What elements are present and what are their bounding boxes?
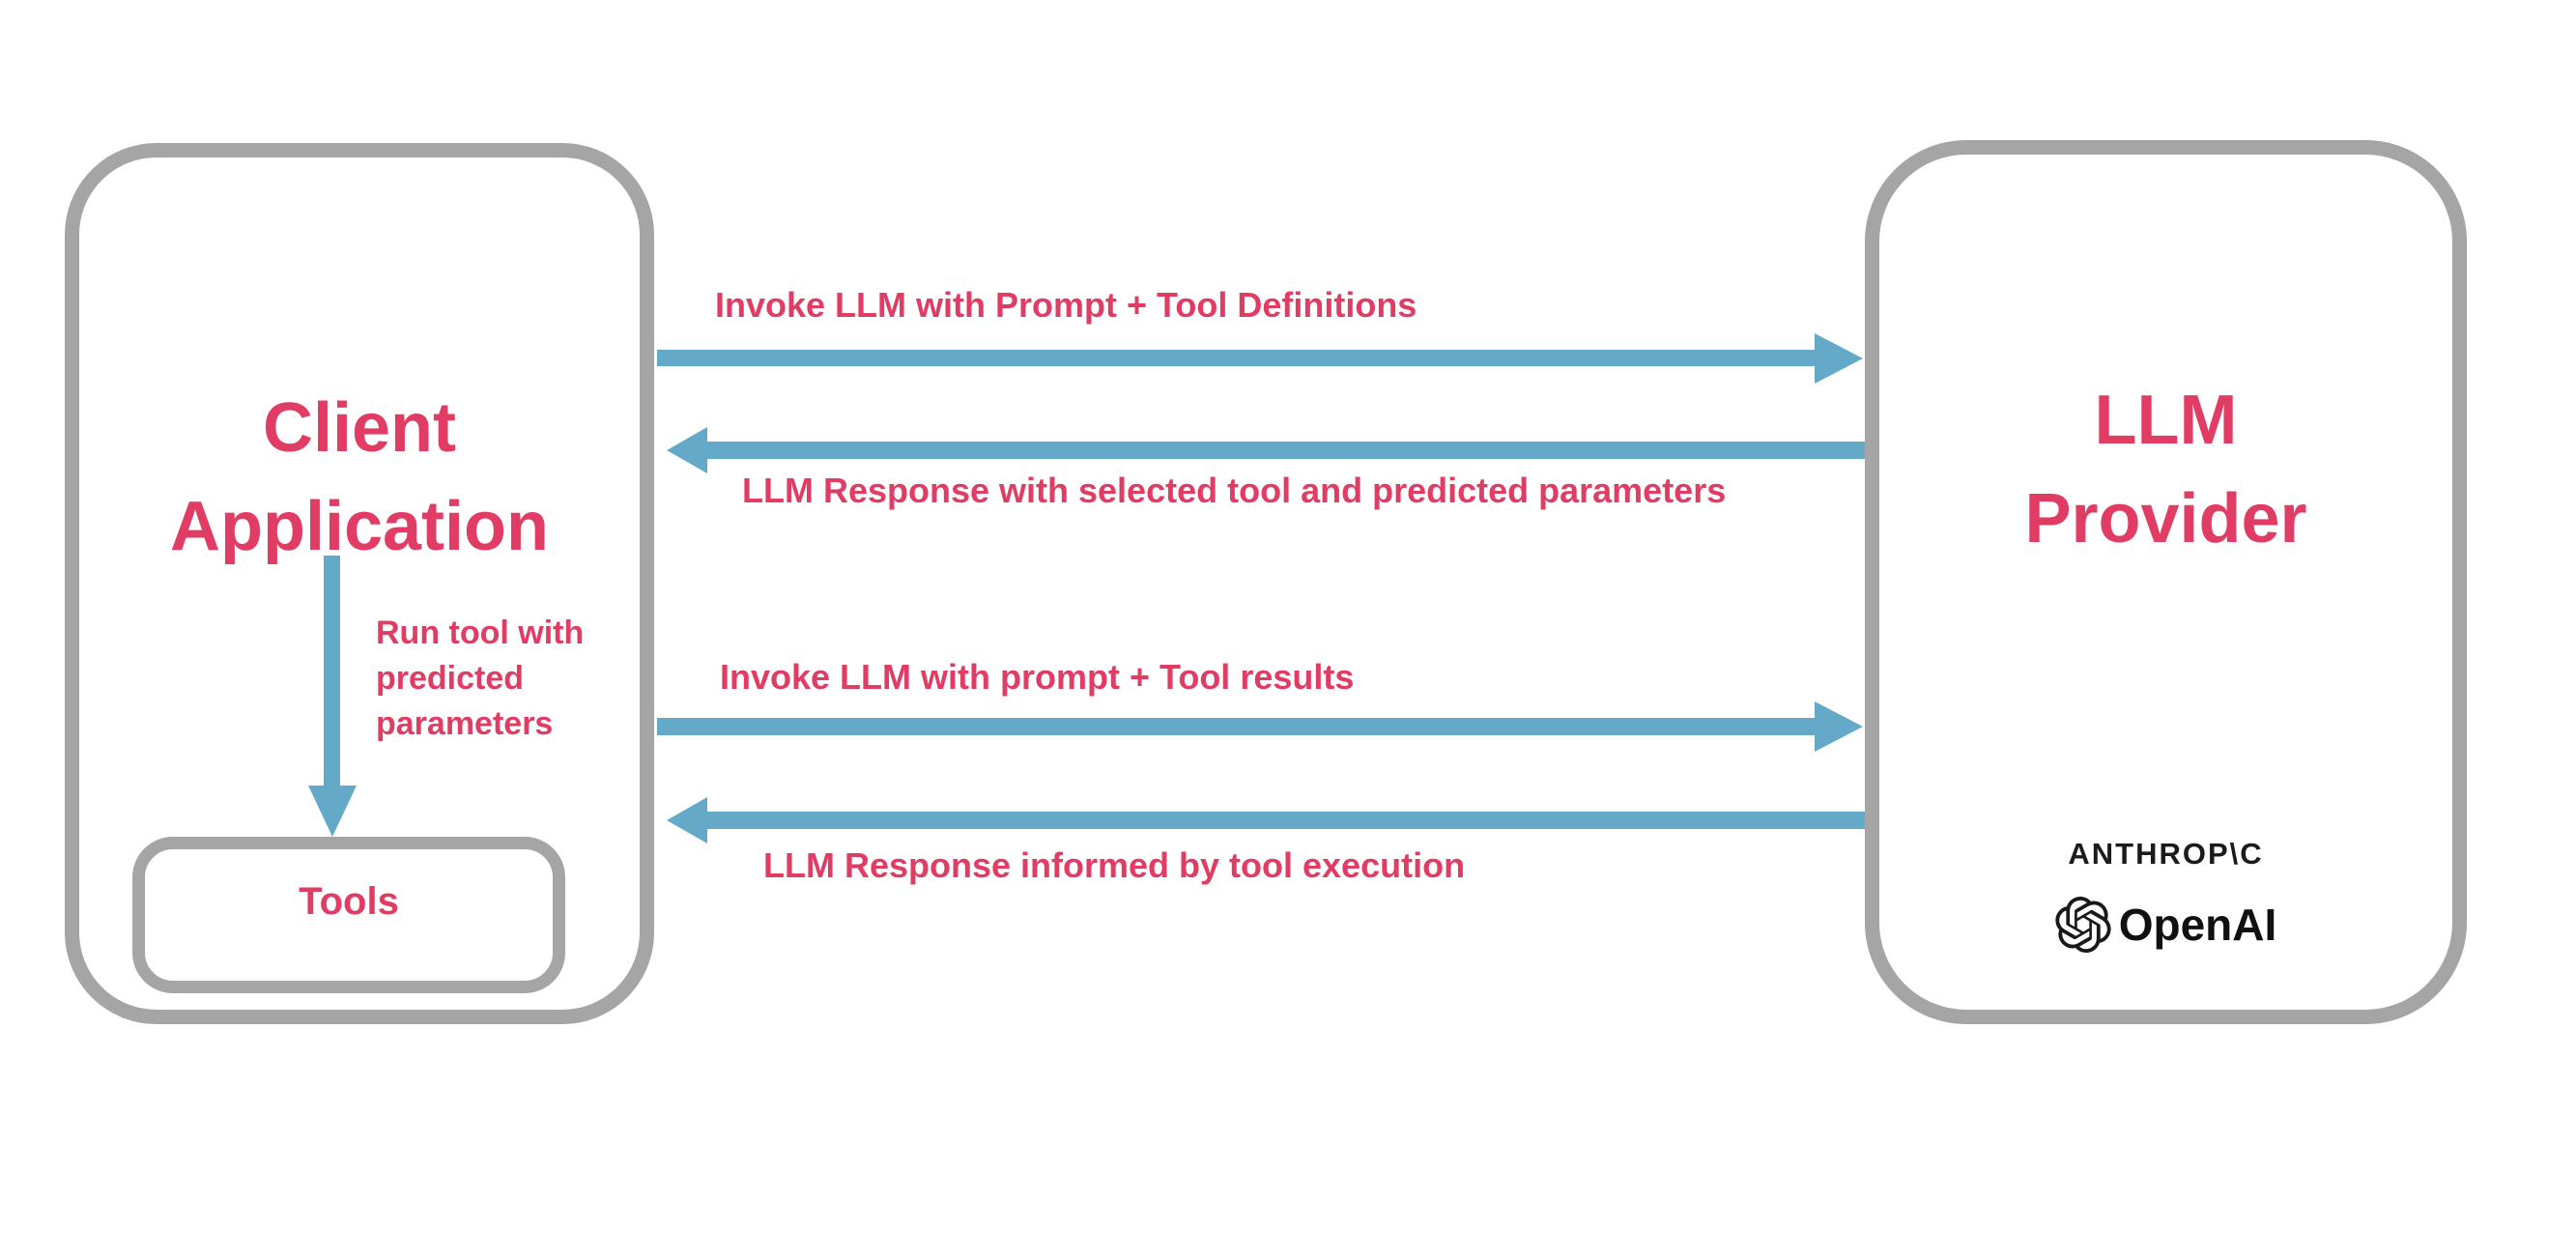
arrow-left-4-head-icon <box>667 797 707 843</box>
client-title-line1: Client <box>262 389 456 467</box>
tools-box: Tools <box>132 837 565 993</box>
arrow-right-1-shaft <box>657 350 1815 366</box>
arrow-right-3-head-icon <box>1815 701 1863 752</box>
client-application-box: Client Application Run tool with predict… <box>65 143 654 1024</box>
message-label-response-selected-tool: LLM Response with selected tool and pred… <box>742 471 1727 510</box>
message-label-invoke-definitions: Invoke LLM with Prompt + Tool Definition… <box>715 285 1417 325</box>
run-tool-label: Run tool with predicted parameters <box>376 615 585 742</box>
provider-title-line2: Provider <box>2024 480 2307 558</box>
llm-provider-box: LLM Provider ANTHROP\C OpenAI <box>1865 140 2467 1024</box>
anthropic-logo: ANTHROP\C <box>2068 837 2264 871</box>
arrow-left-2-shaft <box>707 442 1865 459</box>
arrow-left-2-head-icon <box>667 427 707 473</box>
tools-label: Tools <box>299 879 399 923</box>
message-label-response-informed: LLM Response informed by tool execution <box>763 845 1466 885</box>
arrow-left-4-shaft <box>707 812 1865 829</box>
arrow-right-3-shaft <box>657 718 1815 735</box>
openai-logo: OpenAI <box>1879 897 2452 953</box>
openai-flower-icon <box>2055 897 2111 953</box>
openai-wordmark: OpenAI <box>2118 900 2277 950</box>
provider-title-line1: LLM <box>2094 382 2238 459</box>
run-tool-arrow-head-icon <box>308 786 357 837</box>
run-tool-arrow-shaft <box>324 556 340 787</box>
client-title-line2: Application <box>170 488 549 565</box>
llm-provider-title: LLM Provider <box>1879 371 2452 568</box>
client-application-title: Client Application <box>79 379 640 576</box>
arrow-right-1-head-icon <box>1815 333 1863 384</box>
message-label-invoke-results: Invoke LLM with prompt + Tool results <box>720 657 1355 697</box>
